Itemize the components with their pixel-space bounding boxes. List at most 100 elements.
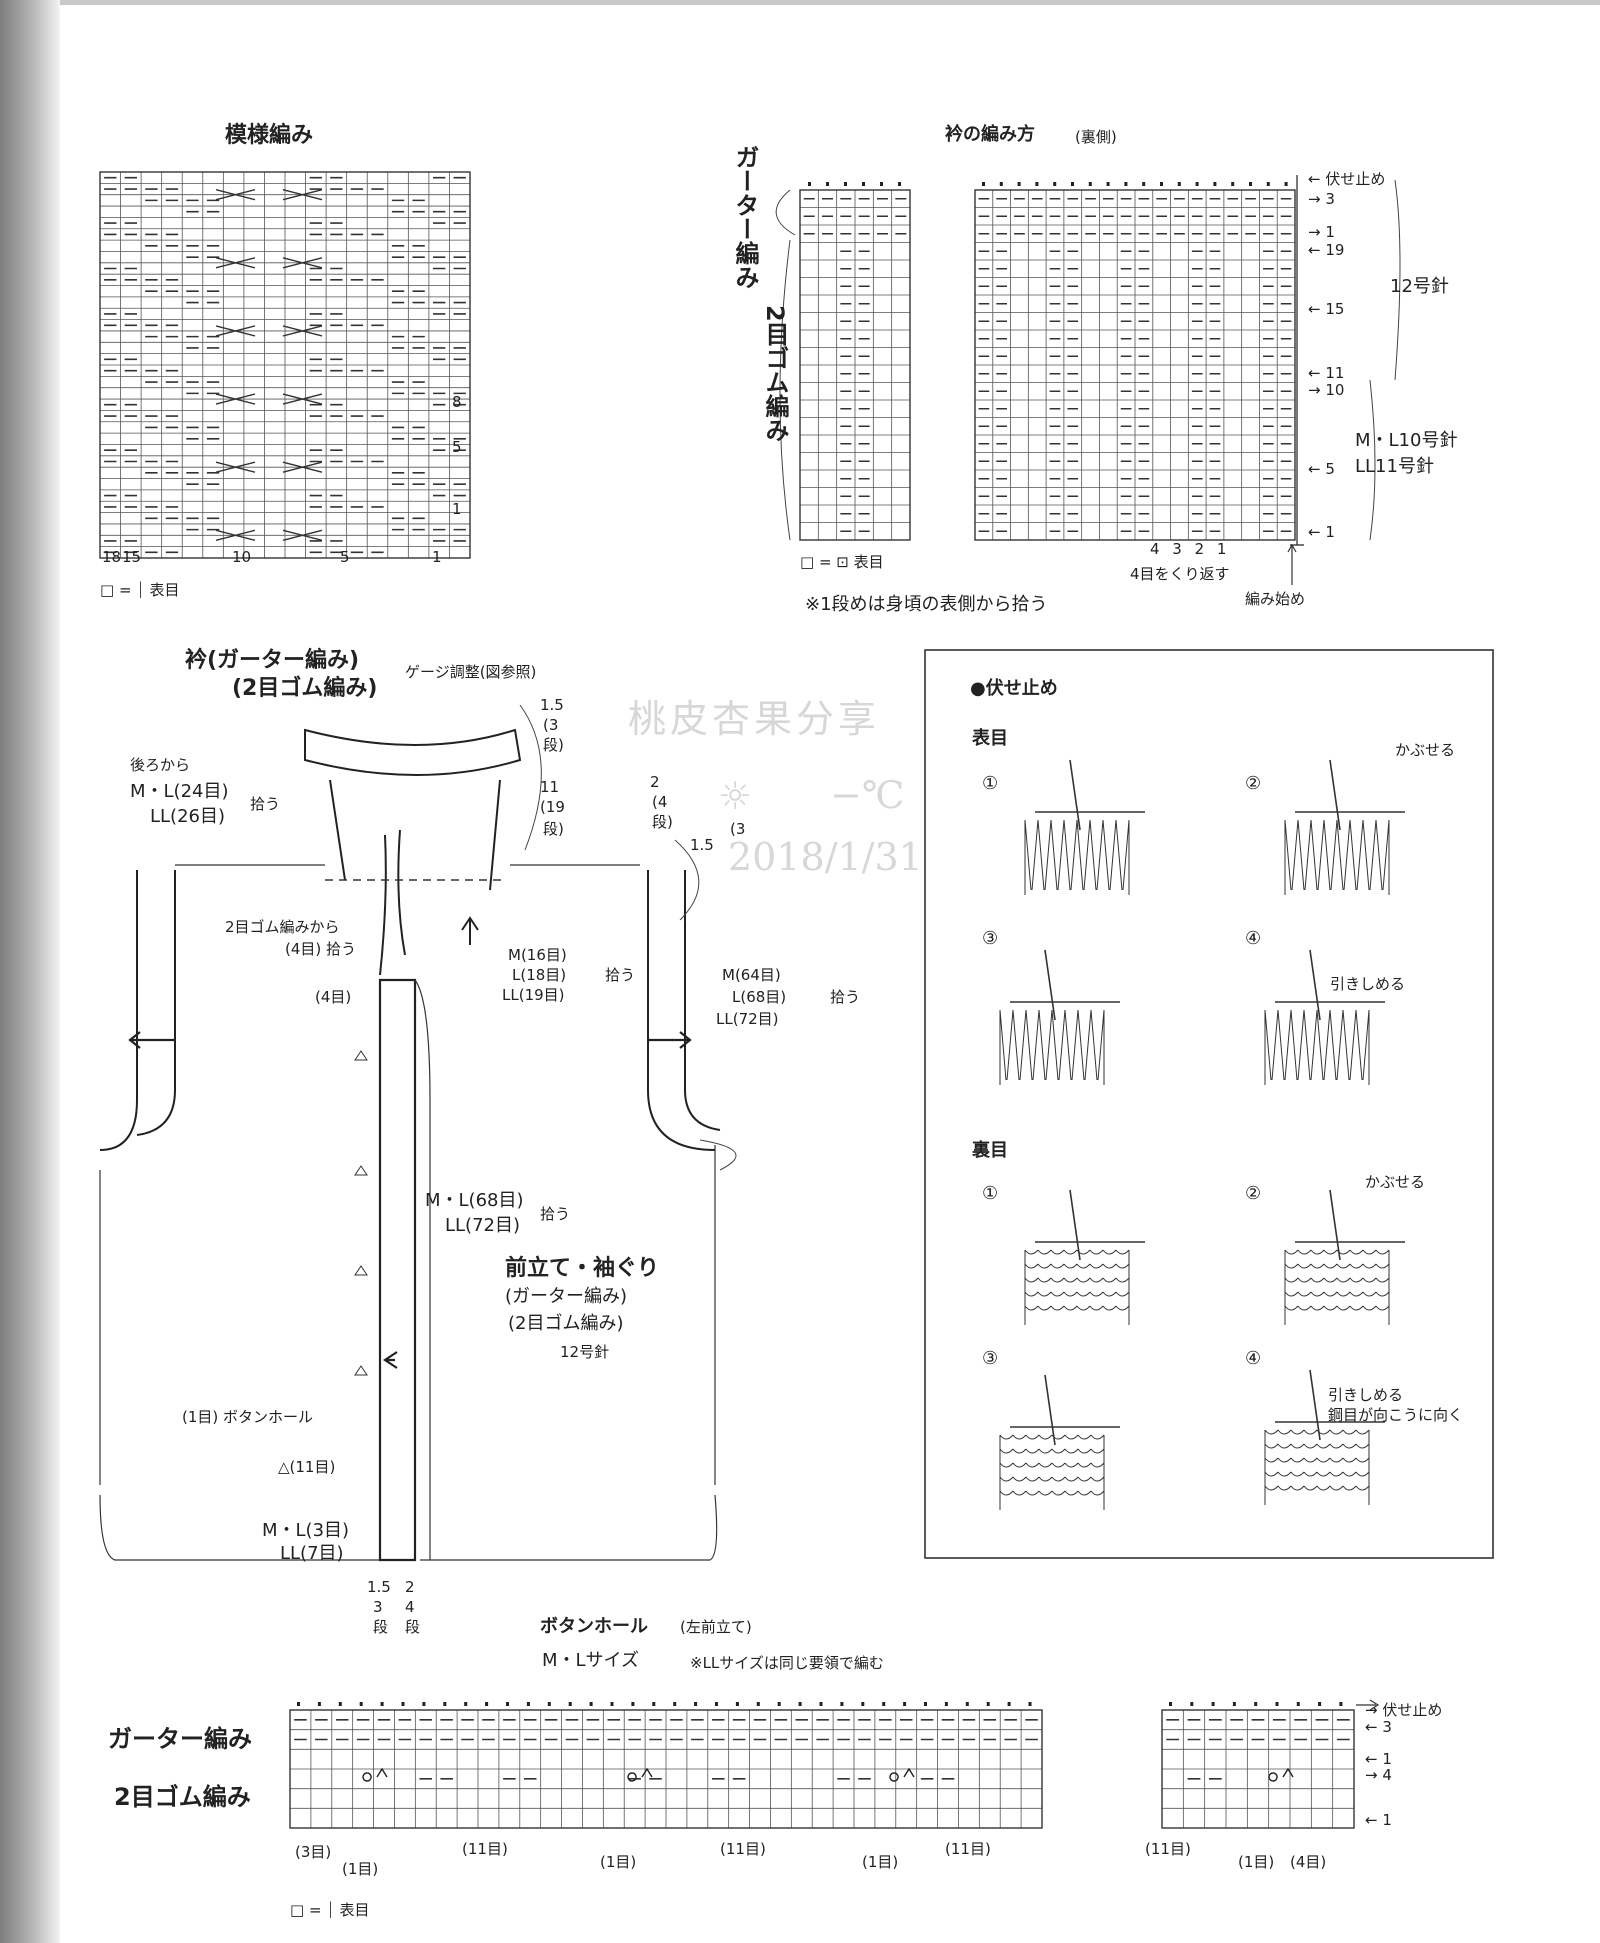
pattern-purl-marks [104,176,466,554]
purl-hikishimeru: 引きしめる [1328,1386,1404,1404]
knit-swatch-4 [1264,1009,1370,1085]
collar-start-label: 編み始め [1245,590,1306,608]
collar-row-5: ← 5 [1308,460,1335,478]
watermark-line-2: −℃ [830,773,905,817]
collar-dim-19: (19 [540,798,565,816]
bh-bottom-11d: (11目) [1145,1840,1191,1858]
arm-ll72: LL(72目) [716,1010,779,1028]
bottom-ll-count: LL(7目) [280,1543,344,1564]
pattern-col-label-1: 1 [432,548,442,566]
bindoff-knit-heading: 表目 [972,728,1008,749]
pattern-row-label-5: 5 [452,438,462,456]
watermark-line-1: 桃皮杏果分享 [628,697,881,741]
band-dim-dan-1: 段 [373,1618,389,1636]
arm-dim-3: (3 [730,820,746,838]
bh-row-1a: ← 1 [1365,1750,1392,1768]
bh-bottom-11c: (11目) [945,1840,991,1858]
purl-step-1: ① [982,1183,999,1204]
neck-l18: L(18目) [512,966,567,984]
bindoff-title: ●伏せ止め [970,678,1058,699]
arm-dim-2: 2 [650,773,660,791]
front-band-title: 前立て・袖ぐり [505,1256,660,1281]
knit-swatch-3 [999,1009,1105,1085]
knit-kabuseru: かぶせる [1395,741,1456,759]
band-dim-3: 3 [373,1598,383,1616]
neck-ll19: LL(19目) [502,986,565,1004]
direction-arrows [128,1031,692,1369]
buttonhole-label: (1目) ボタンホール [182,1408,314,1426]
front-pick: 拾う [540,1205,571,1223]
knit-swatch-2-needle [1295,759,1405,831]
collar-up-arrow [461,916,479,945]
front-band-rib: (2目ゴム編み) [508,1313,624,1334]
left-armhole-band [99,870,176,1151]
band-dim-dan-2: 段 [405,1618,421,1636]
collar-left-marks [803,197,907,533]
bindoff-box [924,649,1494,1559]
collar-title: 衿の編み方 [945,124,1035,145]
from-rib-pick-4: (4目) 拾う [285,940,357,958]
buttonhole-main-marks [294,1719,1038,1780]
front-top-4-stitches: (4目) [315,988,352,1006]
purl-kabuseru: かぶせる [1365,1173,1426,1191]
collar-row-11: ← 11 [1308,364,1345,382]
knit-step-2: ② [1245,773,1262,794]
collar-row-bindoff: ← 伏せ止め [1308,170,1386,188]
front-band [378,978,417,1562]
bh-row-3: ← 3 [1365,1718,1392,1736]
buttonhole-right-marks [1166,1719,1350,1780]
neck-m16: M(16目) [508,946,567,964]
purl-swatch-1-needle [1035,1189,1145,1261]
pattern-col-label-18: 18 [102,548,122,566]
band-dim-2: 2 [405,1578,415,1596]
purl-swatch-1 [1024,1249,1130,1325]
collar-note: ※1段めは身頃の表側から拾う [805,594,1048,615]
buttonhole-bindoff-arrow [1356,1699,1380,1711]
collar-row-15: ← 15 [1308,300,1345,318]
collar-title-note: (裏側) [1075,128,1117,146]
collar-dim-1-5: 1.5 [540,696,564,714]
knit-swatch-4-needle [1275,949,1385,1021]
buttonhole-title-note: (左前立て) [680,1618,752,1636]
front-band-needle: 12号針 [560,1343,610,1361]
purl-swatch-4-needle [1275,1369,1385,1441]
from-rib-label: 2目ゴム編みから [225,918,340,936]
knit-swatch-1-needle [1035,759,1145,831]
buttonhole-rib-label: 2目ゴム編み [114,1783,251,1811]
knit-step-3: ③ [982,928,999,949]
bh-bottom-1a: (1目) [342,1860,379,1878]
bh-row-bindoff: → 伏せ止め [1365,1701,1443,1719]
collar-dim-11: 11 [540,778,560,796]
knit-step-4: ④ [1245,928,1262,949]
collar-dim-dan-1: 段) [543,736,564,754]
buttonhole-size: M・Lサイズ [542,1650,640,1671]
back-pick-label: 拾う [250,795,281,813]
back-ml-count: M・L(24目) [130,781,229,802]
knit-hikishimeru: 引きしめる [1330,975,1406,993]
collar-left-garter-label: ガーター編み [731,145,759,289]
bh-bottom-1b: (1目) [600,1853,637,1871]
pattern-legend: □ = ⏐ 表目 [100,581,180,599]
pattern-row-label-8: 8 [452,393,462,411]
front-ll-count: LL(72目) [445,1215,521,1236]
assembly-gauge-note: ゲージ調整(図参照) [405,663,537,681]
pattern-cable-marks [215,189,323,541]
bindoff-purl-heading: 裏目 [972,1140,1008,1161]
neck-pick: 拾う [605,966,636,984]
knit-swatch-2 [1284,819,1390,895]
bh-bottom-1d: (1目) [1238,1853,1275,1871]
buttonhole-grid-right [1161,1709,1355,1829]
collar-row-10: → 10 [1308,381,1345,399]
pattern-col-label-15: 15 [122,548,142,566]
pattern-grid [99,171,471,559]
band-dim-4: 4 [405,1598,415,1616]
pattern-row-label-1: 1 [452,500,462,518]
collar-row-1b: ← 1 [1308,523,1335,541]
bh-row-4: → 4 [1365,1766,1392,1784]
body-outline [99,1170,718,1561]
arm-dim-dan: 段) [652,813,673,831]
bh-bottom-1c: (1目) [862,1853,899,1871]
front-band-edge [414,979,431,1560]
collar-brackets [1369,179,1401,541]
collar-grid-left [799,189,911,541]
